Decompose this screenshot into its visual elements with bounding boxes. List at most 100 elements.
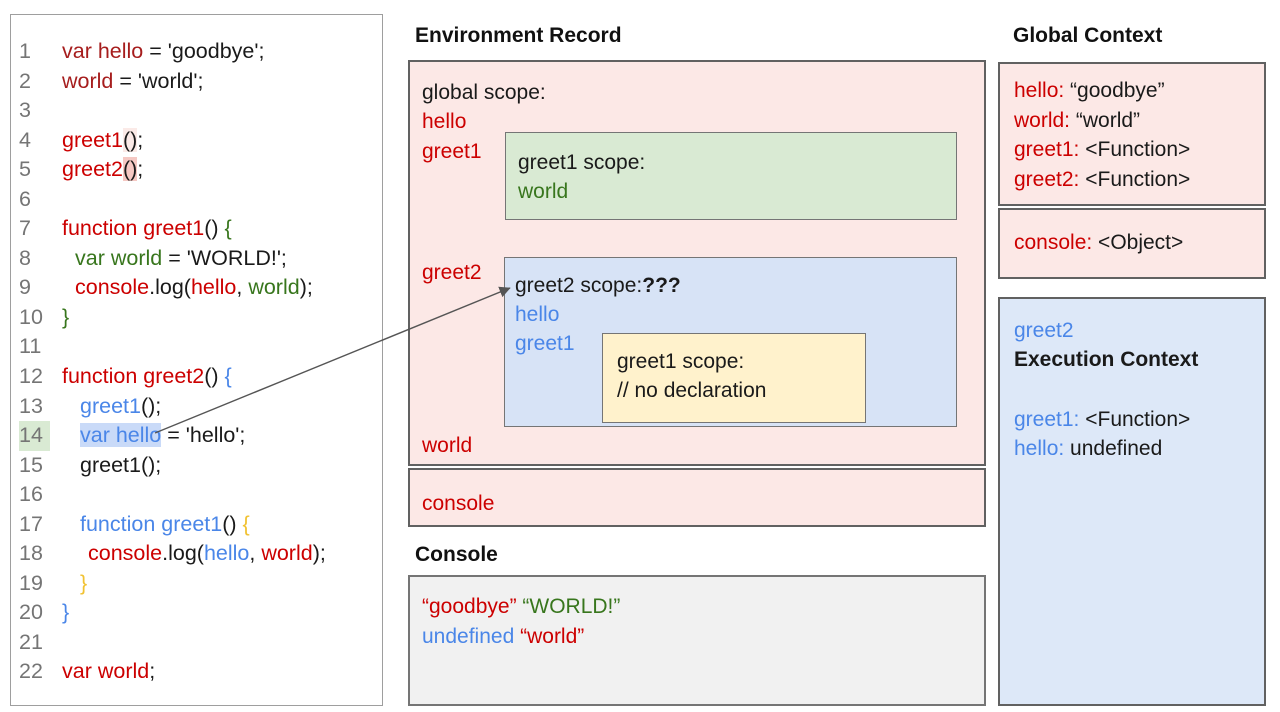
code-token: ; [137, 157, 144, 182]
gc-entry-world: world: “world” [1014, 109, 1141, 132]
env-var-hello: hello [422, 110, 467, 133]
code-line-3: 3 [11, 96, 382, 126]
line-number: 13 [19, 393, 43, 418]
code-token: = 'goodbye'; [143, 39, 265, 63]
code-token: world [248, 275, 300, 300]
gc-entry-greet2: greet2: <Function> [1014, 168, 1191, 191]
code-token: greet1 [80, 393, 141, 418]
inner-greet1-scope-box: greet1 scope: // no declaration [602, 333, 866, 423]
execution-context-title: Execution Context [1014, 348, 1199, 371]
code-line-1: 1 var hello = 'goodbye'; [11, 37, 382, 67]
line-number: 6 [19, 186, 31, 211]
code-line-10: 10} [11, 303, 382, 333]
code-token: function greet1 [80, 511, 223, 536]
code-token: = 'hello'; [161, 423, 246, 448]
code-line-20: 20} [11, 598, 382, 628]
greet2-scope-label: greet2 scope:??? [515, 274, 681, 297]
console-output-box: “goodbye” “WORLD!” undefined “world” [408, 575, 986, 706]
greet2-scope-var-hello: hello [515, 303, 560, 326]
code-text: function greet2() { [62, 362, 232, 392]
code-line-12: 12 function greet2() { [11, 362, 382, 392]
inner-greet1-scope-comment: // no declaration [617, 379, 767, 402]
code-line-11: 11 [11, 332, 382, 362]
code-token: ; [137, 127, 144, 152]
code-line-21: 21 [11, 628, 382, 658]
code-text: function greet1() { [62, 510, 250, 540]
code-token: .log( [149, 275, 191, 300]
code-text: } [62, 569, 87, 599]
code-token: () [204, 216, 225, 241]
code-token: { [242, 511, 250, 536]
code-token: function greet1 [62, 216, 205, 241]
greet1-scope-box: greet1 scope: world [505, 132, 957, 220]
line-number: 18 [19, 541, 43, 566]
console-output-line-2: undefined “world” [422, 625, 585, 648]
global-scope-label: global scope: [422, 81, 546, 104]
code-token: , [236, 275, 249, 300]
code-token: = 'world'; [113, 68, 204, 93]
execution-context-box: greet2 Execution Context greet1: <Functi… [998, 297, 1266, 706]
env-var-greet2: greet2 [422, 261, 482, 284]
line-number: 17 [19, 511, 43, 536]
global-context-title: Global Context [1013, 24, 1163, 47]
greet2-scope-box: greet2 scope:??? hello greet1 greet1 sco… [504, 257, 957, 427]
line-number: 4 [19, 127, 31, 152]
line-number: 1 [19, 39, 31, 63]
code-line-15: 15 greet1(); [11, 451, 382, 481]
code-text: var hello = 'goodbye'; [62, 37, 264, 67]
code-text: greet1(); [62, 392, 161, 422]
greet1-scope-label: greet1 scope: [518, 151, 646, 174]
line-number: 16 [19, 482, 43, 507]
question-marks: ??? [642, 274, 681, 297]
code-text: console.log(hello, world); [62, 273, 313, 303]
console-output-line-1: “goodbye” “WORLD!” [422, 595, 621, 618]
env-var-greet1: greet1 [422, 140, 482, 163]
exec-entry-greet1: greet1: <Function> [1014, 408, 1191, 431]
environment-record-box: global scope: hello greet1 greet1 scope:… [408, 60, 986, 466]
line-number: 3 [19, 98, 31, 123]
code-token: ; [149, 659, 156, 684]
code-line-9: 9 console.log(hello, world); [11, 273, 382, 303]
code-token: = 'WORLD!'; [162, 245, 287, 270]
code-token: console [75, 275, 150, 300]
code-token: var world [75, 245, 163, 270]
code-token: , [249, 541, 262, 566]
line-number: 10 [19, 304, 43, 329]
code-token: hello [190, 275, 237, 300]
code-token: () [122, 127, 138, 152]
greet2-scope-var-greet1: greet1 [515, 332, 575, 355]
code-text: } [62, 303, 69, 333]
code-token: () [204, 364, 225, 389]
code-token: var hello [62, 39, 144, 63]
line-number: 12 [19, 364, 43, 389]
line-number: 7 [19, 216, 31, 241]
code-line-13: 13 greet1(); [11, 392, 382, 422]
inner-greet1-scope-label: greet1 scope: [617, 350, 745, 373]
code-line-16: 16 [11, 480, 382, 510]
code-text: } [62, 598, 69, 628]
line-number: 11 [19, 334, 42, 359]
line-number: 22 [19, 659, 43, 684]
greet1-scope-var-world: world [518, 180, 569, 203]
code-text: var world = 'WORLD!'; [62, 244, 287, 274]
line-number: 15 [19, 452, 43, 477]
env-var-world: world [422, 434, 473, 457]
line-number: 8 [19, 245, 31, 270]
code-token: function greet2 [62, 364, 205, 389]
environment-record-console-box: console [408, 468, 986, 527]
line-number: 9 [19, 275, 31, 300]
code-token: ); [312, 541, 326, 566]
global-context-box: hello: “goodbye” world: “world” greet1: … [998, 62, 1266, 206]
code-token: greet1(); [80, 452, 162, 477]
code-token: { [224, 364, 232, 389]
code-token: () [122, 157, 138, 182]
